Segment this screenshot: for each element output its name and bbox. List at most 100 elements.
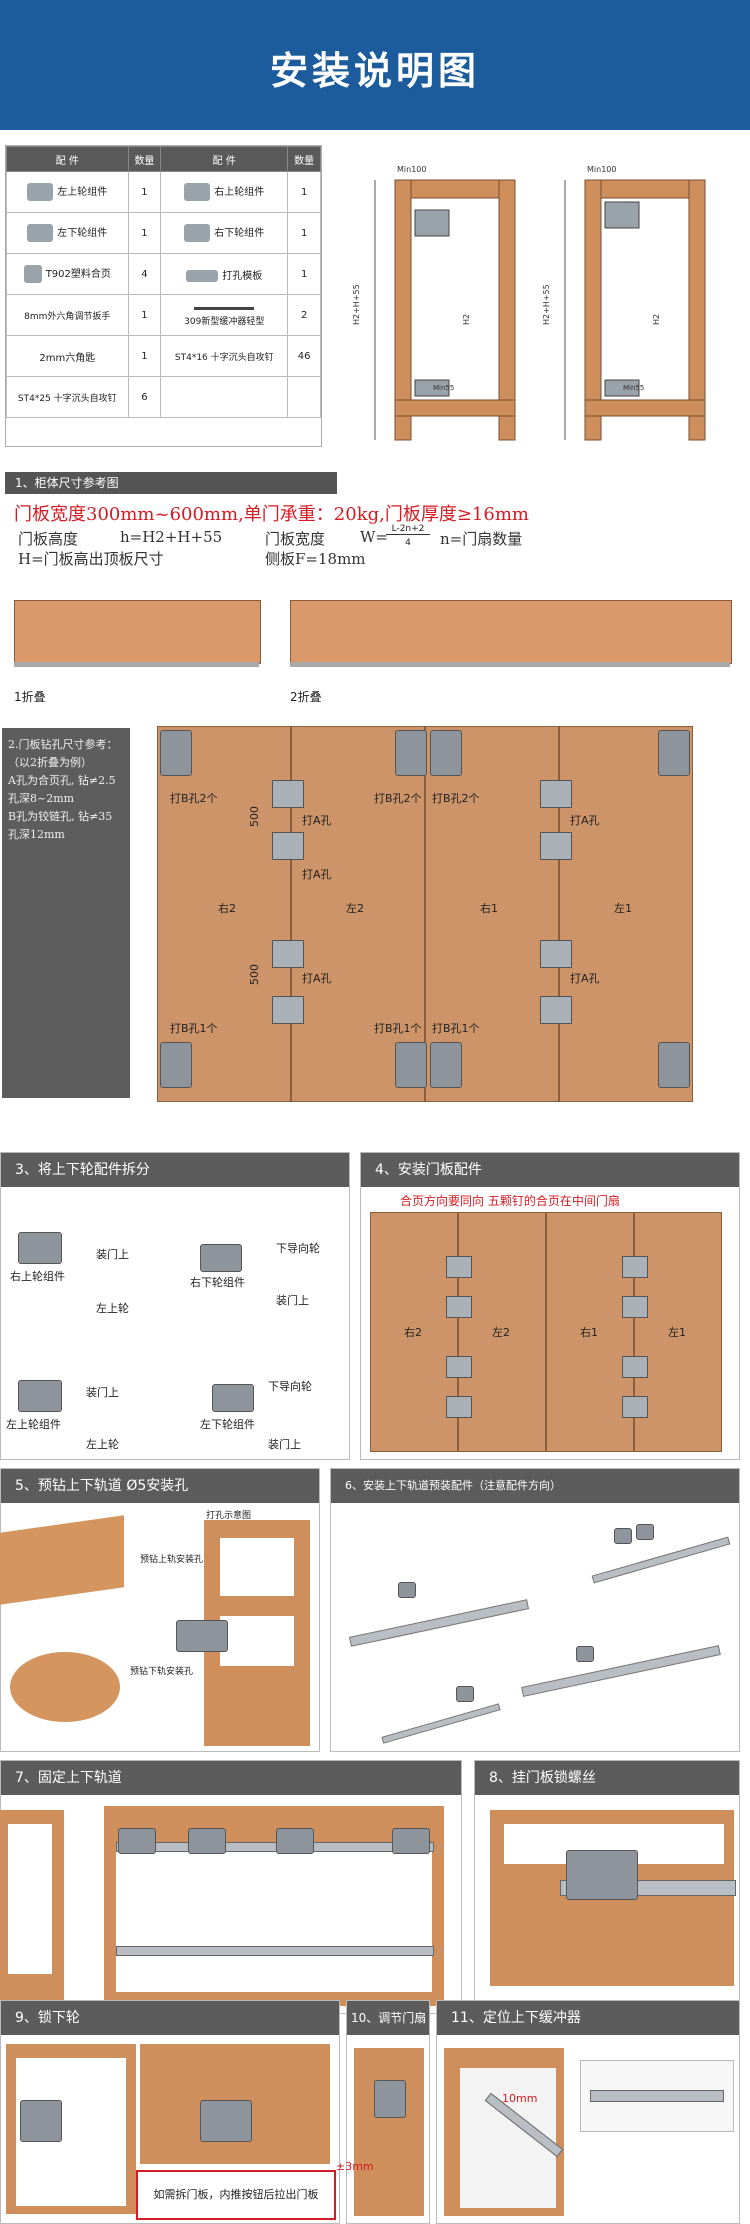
svg-text:H2+H+55: H2+H+55 [352,284,361,325]
part-name: T902塑料合页 [45,269,111,280]
door-label: 左1 [614,902,632,915]
section4-box: 4、安装门板配件 [360,1152,740,1460]
door-label: 右2 [218,902,236,915]
rail [290,662,730,667]
right-top-wheel-icon [18,1232,62,1264]
col-header: 配 件 [6,146,129,172]
right-bottom-wheel-icon [184,224,211,242]
adjust-range: ±3mm [336,2160,374,2173]
door-spec-headline: 门板宽度300mm~600mm,单门承重：20kg,门板厚度≥16mm [14,504,529,525]
section4-warning: 合页方向要同向 五颗钉的合页在中间门扇 [400,1194,620,1208]
section7-title: 7、固定上下轨道 [1,1761,461,1795]
hinge [446,1396,472,1418]
door-panel [458,1212,546,1452]
right-bottom-wheel-icon [200,1244,242,1272]
section3-box: 3、将上下轮配件拆分 [0,1152,350,1460]
bottom-wheel [20,2100,62,2142]
bottom-rail [116,1946,434,1956]
dim-500: 500 [248,964,261,985]
label: 左下轮组件 [200,1418,255,1431]
left-top-wheel-icon [27,183,54,201]
drill-note-line: 孔深12mm [8,828,65,841]
wheel-part-icon [614,1528,632,1544]
part-name: 8mm外六角调节扳手 [24,311,111,322]
drill-b-label: 打B孔1个 [432,1022,480,1035]
part-name: 右下轮组件 [214,228,265,239]
drill-b-label: 打B孔1个 [170,1022,218,1035]
section6-box: 6、安装上下轨道预装配件（注意配件方向） [330,1468,740,1752]
drill-note-line: B孔为铰链孔, 钻≠35 [8,810,113,823]
svg-text:Min55: Min55 [623,384,644,392]
svg-text:Min55: Min55 [433,384,454,392]
section1-title: 1、柜体尺寸参考图 [5,472,337,494]
section3-title: 3、将上下轮配件拆分 [1,1153,349,1187]
section11-title: 11、定位上下缓冲器 [437,2001,739,2035]
hinge [622,1296,648,1318]
drill-a-label: 打A孔 [302,972,332,985]
drill-note-panel: 2.门板钻孔尺寸参考： （以2折叠为例） A孔为合页孔, 钻≠2.5 孔深8~2… [2,728,130,1098]
door-panel [634,1212,722,1452]
dim-min100: Min100 [397,165,426,174]
table-row: T902塑料合页 4 打孔模板 1 [6,253,321,295]
wheel-part-icon [636,1524,654,1540]
hinge [622,1396,648,1418]
label: 下导向轮 [276,1242,320,1255]
label: 左上轮 [86,1438,119,1451]
hinge [446,1296,472,1318]
front-view-1fold [14,600,261,664]
hinge [540,780,572,808]
top-rail [116,1842,434,1852]
section6-title: 6、安装上下轨道预装配件（注意配件方向） [331,1469,739,1503]
part-qty: 1 [127,212,162,254]
left-top-wheel-icon [18,1380,62,1412]
hinge [622,1256,648,1278]
part-qty: 1 [127,294,162,336]
part-qty: 1 [127,171,162,213]
table-row: ST4*25 十字沉头自攻钉 6 [6,376,321,418]
door-panel [370,1212,458,1452]
cabinet-section-diagrams: Min100 H2+H+55 H2 Min55 Min100 H2+H+55 H… [352,165,706,441]
damper-offset: 10mm [502,2092,538,2105]
section9-title: 9、锁下轮 [1,2001,339,2035]
rail [14,662,259,667]
left-bottom-wheel-icon [27,224,54,242]
template-icon [176,1620,228,1652]
part-qty: 4 [127,253,162,295]
drill-b-label: 打B孔2个 [170,792,218,805]
door-height-formula: h=H2+H+55 [120,528,223,546]
bottom-rail-drill-view [10,1652,120,1722]
bottom-wheel-mount [658,1042,690,1088]
table-row: 2mm六角匙 1 ST4*16 十字沉头自攻钉 46 [6,335,321,377]
hinge [540,940,572,968]
door-count-label: n=门扇数量 [440,530,523,548]
damper [590,2090,724,2102]
parts-table: 配 件 数量 配 件 数量 左上轮组件 1 右上轮组件 1 左下轮组件 1 右下… [6,146,321,418]
front-view-2fold [290,600,732,664]
wheel-part-icon [398,1582,416,1598]
label: 装门上 [96,1248,129,1261]
section5-title: 5、预钻上下轨道 Ø5安装孔 [1,1469,319,1503]
part-name: ST4*16 十字沉头自攻钉 [174,352,274,363]
part-qty: 1 [287,212,321,254]
section10-title: 10、调节门扇 [347,2001,429,2035]
drill-note-title: 2.门板钻孔尺寸参考： [8,738,118,751]
page-header: 安装说明图 [0,0,750,130]
top-wheel [276,1828,314,1854]
frac-num: L-2n+2 [386,524,430,535]
door-label: 左2 [346,902,364,915]
hinge [272,832,304,860]
door-edge-detail [354,2048,424,2216]
frac-den: 4 [405,538,411,548]
top-wheel-mount [160,730,192,776]
part-qty: 46 [287,335,321,377]
part-qty: 1 [287,171,321,213]
door-label: 左2 [492,1326,510,1339]
bottom-wheel-mount [395,1042,427,1088]
hinge [540,996,572,1024]
side-panel-label: 侧板F=18mm [265,550,366,568]
part-name: 309新型缓冲器轻型 [184,316,265,327]
door-panel [559,726,693,1102]
hinge [622,1356,648,1378]
col-header: 数量 [127,146,162,172]
drill-a-label: 打A孔 [302,814,332,827]
